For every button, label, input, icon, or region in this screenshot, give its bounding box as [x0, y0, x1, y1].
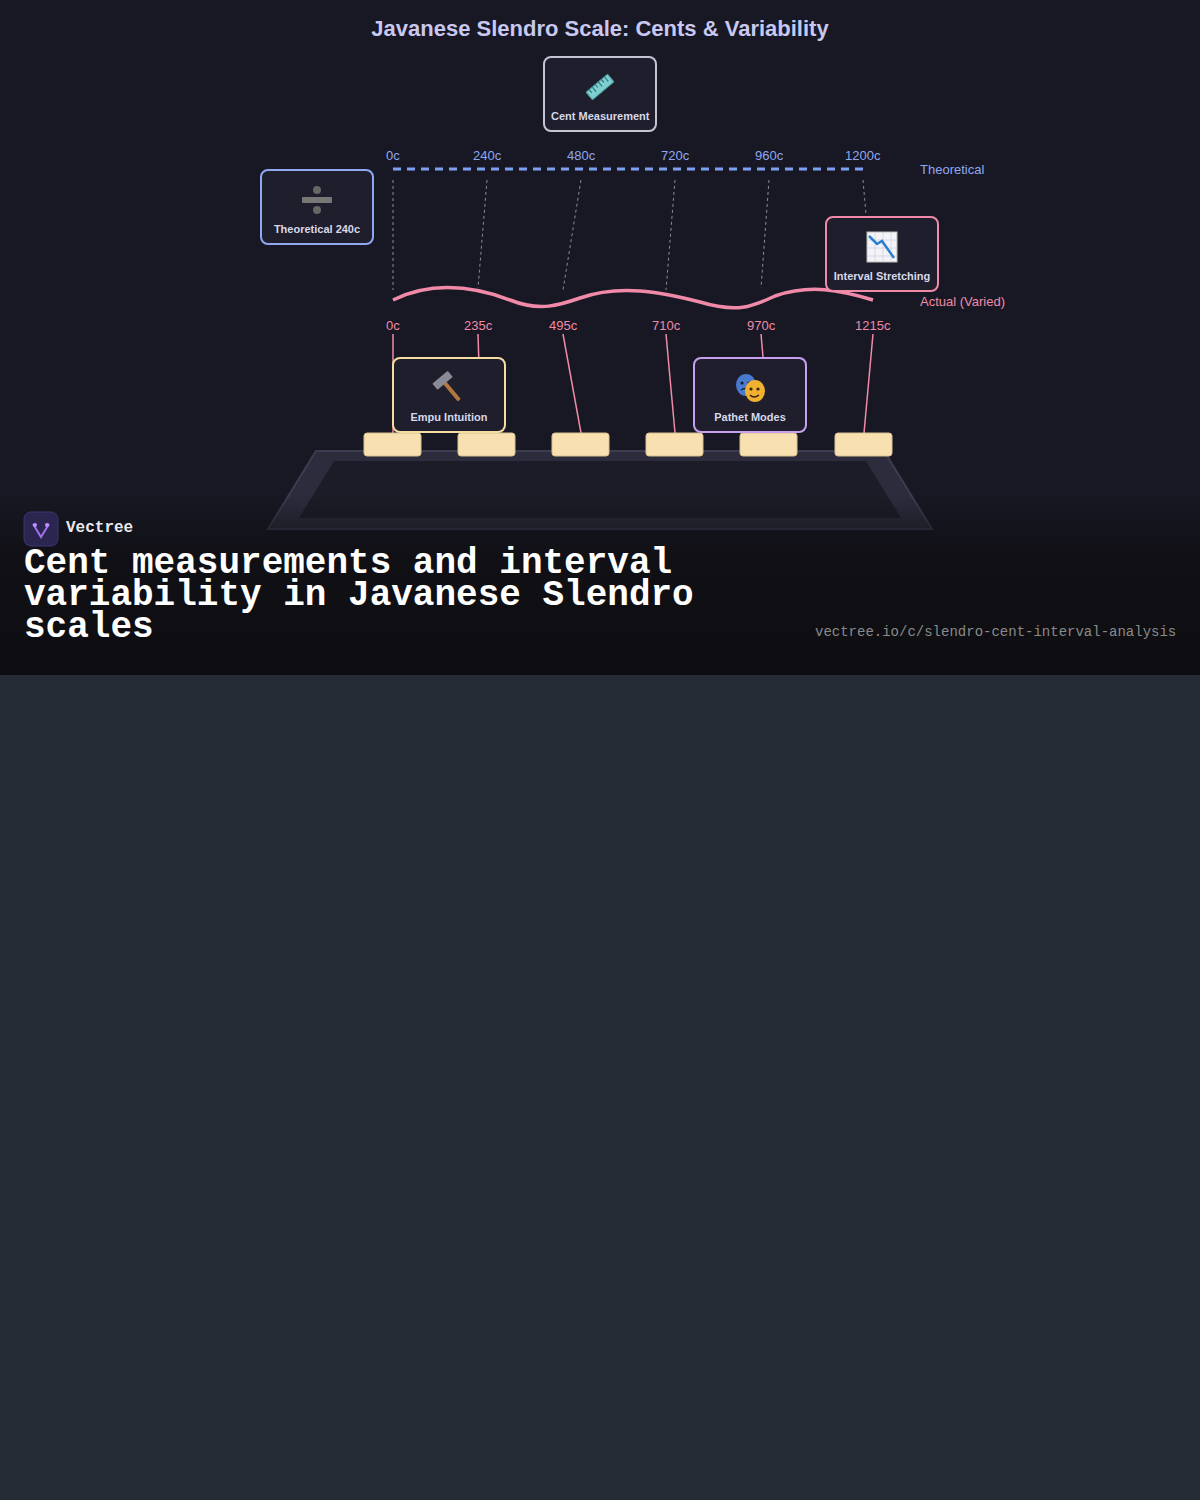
- text-label: 480c: [567, 148, 595, 163]
- concept-box: Theoretical 240c: [260, 169, 374, 245]
- box-label: Pathet Modes: [714, 411, 786, 423]
- text-label: 0c: [386, 318, 400, 333]
- text-label: 495c: [549, 318, 577, 333]
- text-label: vectree.io/c/slendro-cent-interval-analy…: [815, 624, 1176, 640]
- text-label: 0c: [386, 148, 400, 163]
- box-icon: [733, 371, 767, 405]
- text-label: 710c: [652, 318, 680, 333]
- concept-box: Pathet Modes: [693, 357, 807, 433]
- text-label: Vectree: [66, 519, 133, 537]
- text-label: 235c: [464, 318, 492, 333]
- concept-box: Cent Measurement: [543, 56, 657, 132]
- box-label: Interval Stretching: [834, 270, 931, 282]
- text-label: Actual (Varied): [920, 294, 1005, 309]
- text-label: 240c: [473, 148, 501, 163]
- box-label: Empu Intuition: [411, 411, 488, 423]
- text-label: 970c: [747, 318, 775, 333]
- diagram-title: Javanese Slendro Scale: Cents & Variabil…: [0, 16, 1200, 42]
- caption-text: Cent measurements and interval variabili…: [24, 548, 744, 644]
- concept-box: Interval Stretching: [825, 216, 939, 292]
- box-icon: [432, 371, 466, 405]
- box-icon: [865, 230, 899, 264]
- text-label: 1215c: [855, 318, 890, 333]
- concept-box: Empu Intuition: [392, 357, 506, 433]
- box-icon: [300, 183, 334, 217]
- text-label: 720c: [661, 148, 689, 163]
- text-label: 1200c: [845, 148, 880, 163]
- box-icon: [583, 70, 617, 104]
- text-label: Theoretical: [920, 162, 984, 177]
- box-label: Theoretical 240c: [274, 223, 360, 235]
- box-label: Cent Measurement: [551, 110, 649, 122]
- text-label: 960c: [755, 148, 783, 163]
